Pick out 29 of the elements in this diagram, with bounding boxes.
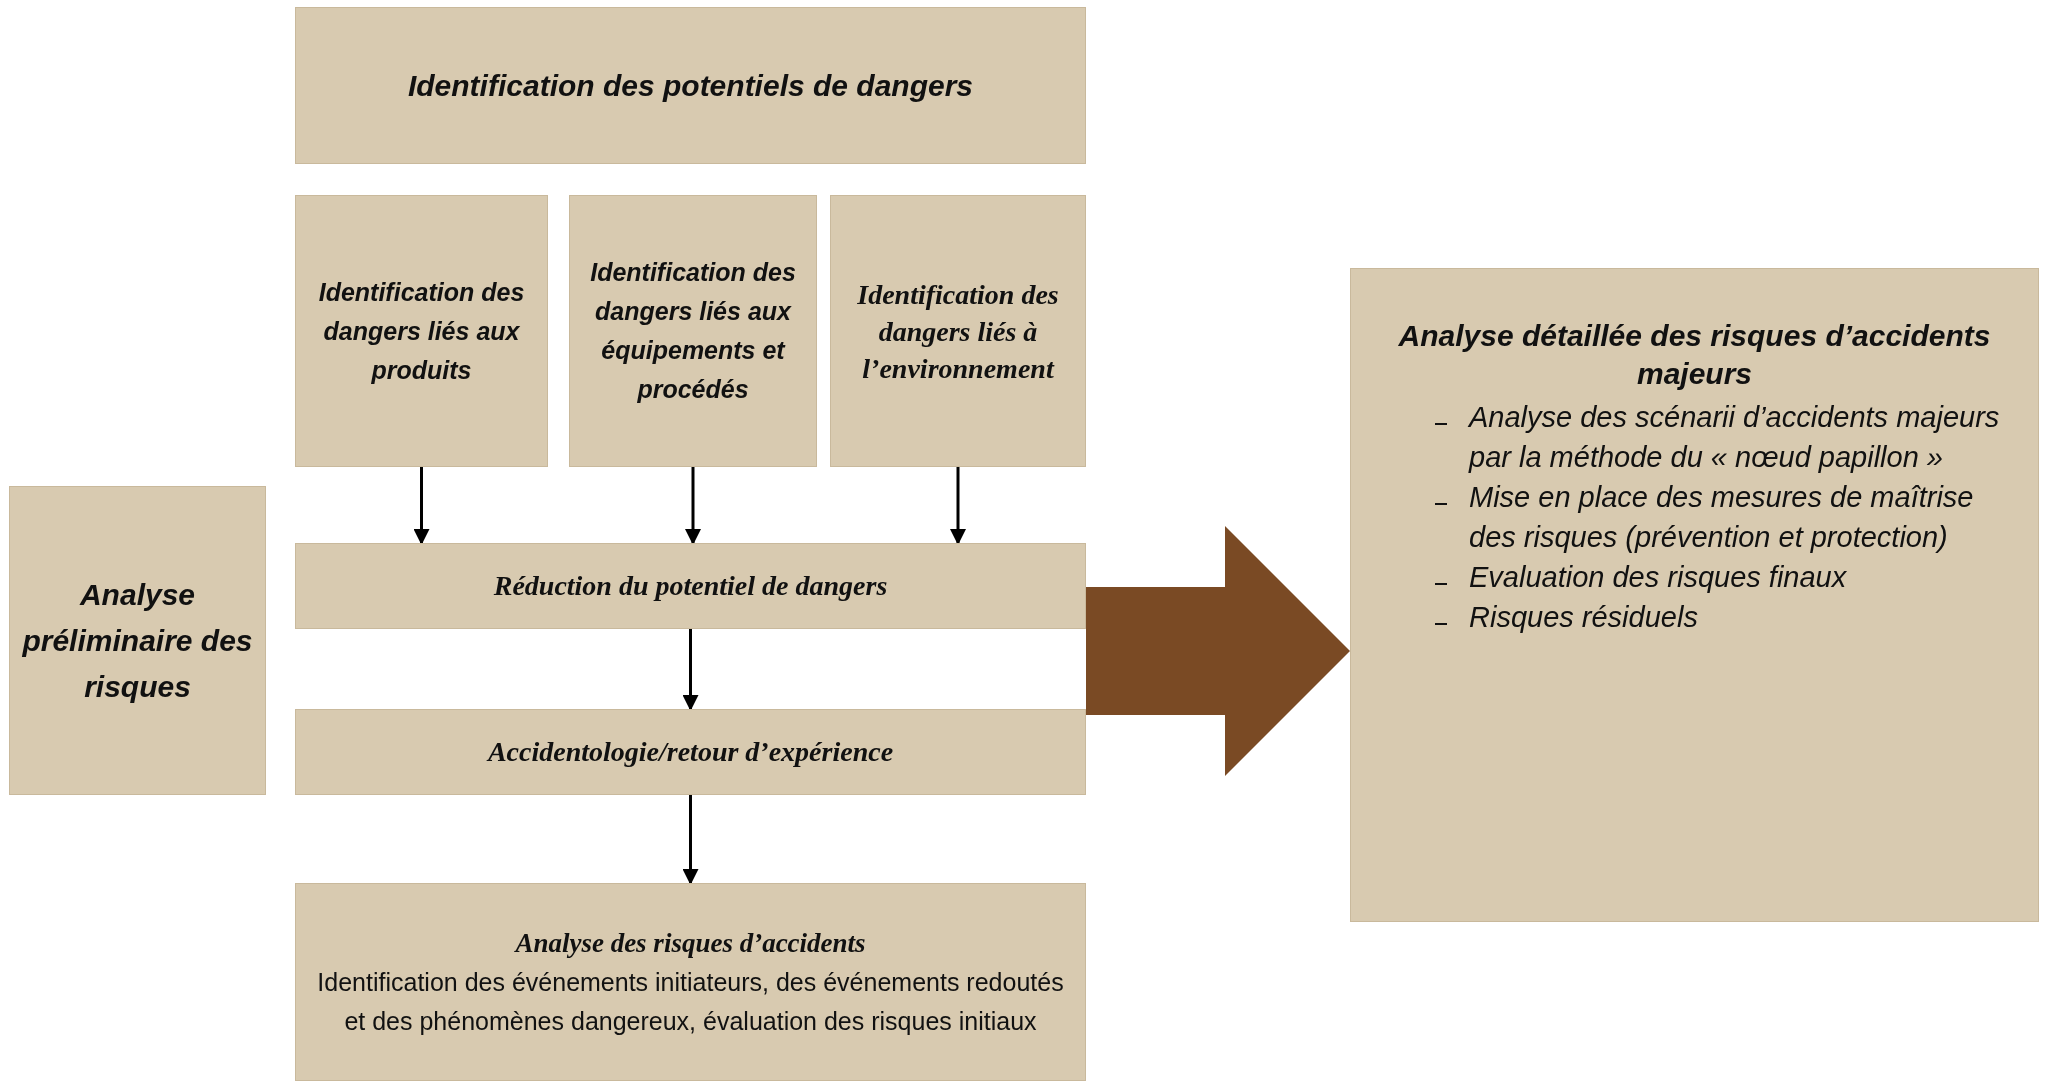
process-box [569,195,817,467]
box-label: Analyse préliminaire des risques [22,576,253,705]
box-description: Identification des événements initiateurs, des événements redoutés et des phénomènes dangereux, évaluation des risques initiaux [316,966,1065,1037]
box-label: Accidentologie/retour d’expérience [487,735,894,769]
process-box [295,195,548,467]
process-box [830,195,1086,467]
list-item: Analyse des scénarii d’accidents majeurs par la méthode du « nœud papillon » [1469,400,2001,475]
process-box [1350,268,2039,922]
process-box [295,543,1086,629]
process-box [295,709,1086,795]
arrow [413,467,430,545]
box-label: Identification des dangers liés aux équipements et procédés [589,257,797,405]
arrow [950,467,966,545]
box-label: Identification des dangers liés aux produits [317,276,526,386]
arrow [682,795,699,885]
arrow [685,467,701,545]
box-label: Identification des potentiels de dangers [407,68,974,104]
box-heading: Analyse détaillée des risques d’accidents majeurs [1397,318,1992,392]
list-item: Mise en place des mesures de maîtrise des risques (prévention et protection) [1469,480,1975,555]
process-box [295,883,1086,1081]
box-label: Réduction du potentiel de dangers [493,569,888,603]
list-item: Risques résiduels [1469,600,1698,635]
process-box [295,7,1086,164]
box-label: Identification des dangers liés à l’environnement [856,277,1060,386]
list-item: Evaluation des risques finaux [1469,560,1847,595]
process-box [9,486,266,795]
box-label: Analyse des risques d’accidents [515,926,866,960]
block-arrow [1086,526,1350,776]
arrow [682,629,699,711]
